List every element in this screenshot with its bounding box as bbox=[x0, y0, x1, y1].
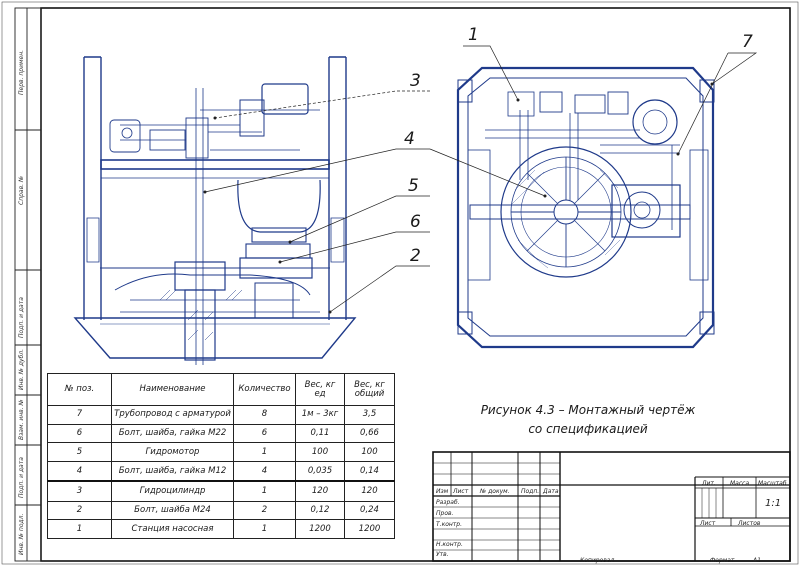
callout-3: 3 bbox=[410, 71, 421, 91]
side-label-sign-date-2: Подп. и дата bbox=[18, 457, 25, 498]
table-row: 7 Трубопровод с арматурой 8 1м – 3кг 3,5 bbox=[47, 405, 395, 425]
cell-name: Гидроцилиндр bbox=[111, 480, 234, 502]
header-pos: № поз. bbox=[47, 373, 112, 406]
cell-pos: 5 bbox=[47, 442, 112, 463]
cell-weight-total: 100 bbox=[344, 442, 395, 463]
tb-row-approved: Утв. bbox=[436, 551, 449, 558]
cell-qty: 4 bbox=[233, 461, 296, 482]
tb-format: Формат bbox=[710, 557, 735, 564]
table-row: 6 Болт, шайба, гайка М22 6 0,11 0,66 bbox=[47, 423, 395, 444]
cell-qty: 1 bbox=[233, 442, 296, 463]
cell-weight-unit: 100 bbox=[295, 442, 345, 463]
cell-pos: 1 bbox=[47, 519, 112, 539]
cell-weight-total: 0,14 bbox=[344, 461, 395, 482]
cell-weight-unit: 1м – 3кг bbox=[295, 405, 345, 425]
caption-line-1: Рисунок 4.3 – Монтажный чертёж bbox=[480, 403, 696, 417]
table-row: 4 Болт, шайба, гайка М12 4 0,035 0,14 bbox=[47, 461, 395, 482]
tb-format-value: А1 bbox=[753, 557, 761, 564]
tb-col-sign: Подп. bbox=[521, 488, 540, 495]
cell-weight-unit: 0,11 bbox=[295, 423, 345, 444]
cell-qty: 2 bbox=[233, 500, 296, 521]
cell-name: Болт, шайба М24 bbox=[111, 500, 234, 521]
cell-weight-unit: 0,12 bbox=[295, 500, 345, 521]
tb-col-date: Дата bbox=[543, 488, 559, 495]
cell-weight-total: 0,24 bbox=[344, 500, 395, 521]
tb-row-checked: Пров. bbox=[436, 510, 454, 517]
header-qty: Количество bbox=[233, 373, 296, 406]
cell-weight-total: 120 bbox=[344, 480, 395, 502]
side-label-orig-inv: Инв. № подл. bbox=[18, 514, 25, 555]
header-weight-total: Вес, кг общий bbox=[344, 373, 395, 406]
callout-4: 4 bbox=[404, 129, 415, 149]
tb-col-sheet: Лист bbox=[453, 488, 469, 495]
caption-line-2: со спецификацией bbox=[528, 422, 648, 436]
section-hatch bbox=[159, 289, 243, 341]
header-weight-unit: Вес, кг ед bbox=[295, 373, 345, 406]
cell-name: Гидромотор bbox=[111, 442, 234, 463]
table-row: 3 Гидроцилиндр 1 120 120 bbox=[47, 480, 395, 502]
side-stamp bbox=[14, 7, 42, 562]
cell-weight-unit: 120 bbox=[295, 480, 345, 502]
title-block bbox=[432, 451, 791, 562]
tb-copied: Копировал bbox=[580, 557, 615, 564]
specification-table: № поз. Наименование Количество Вес, кг е… bbox=[47, 373, 395, 539]
cell-pos: 3 bbox=[47, 480, 112, 502]
cell-name: Болт, шайба, гайка М22 bbox=[111, 423, 234, 444]
tb-col-change: Изм bbox=[436, 488, 449, 495]
tb-scale-value: 1:1 bbox=[765, 498, 782, 509]
callout-5: 5 bbox=[408, 176, 419, 196]
table-row: 5 Гидромотор 1 100 100 bbox=[47, 442, 395, 463]
cell-qty: 6 bbox=[233, 423, 296, 444]
callout-1: 1 bbox=[468, 25, 479, 45]
tb-row-tech-control: Т.контр. bbox=[436, 521, 463, 528]
callout-6: 6 bbox=[410, 212, 421, 232]
table-row: 2 Болт, шайба М24 2 0,12 0,24 bbox=[47, 500, 395, 521]
callout-7: 7 bbox=[742, 32, 753, 52]
side-label-dup-inv: Инв. № дубл. bbox=[18, 349, 25, 390]
cell-weight-unit: 1200 bbox=[295, 519, 345, 539]
plan-hatch bbox=[511, 169, 621, 269]
cell-weight-total: 0,66 bbox=[344, 423, 395, 444]
tb-sheets: Листов bbox=[738, 520, 761, 527]
cell-name: Болт, шайба, гайка М12 bbox=[111, 461, 234, 482]
side-label-first-use: Перв. примен. bbox=[18, 50, 25, 95]
cell-qty: 1 bbox=[233, 519, 296, 539]
side-label-replace-inv: Взам. инв. № bbox=[18, 399, 25, 440]
cell-weight-unit: 0,035 bbox=[295, 461, 345, 482]
spec-header-row: № поз. Наименование Количество Вес, кг е… bbox=[47, 373, 395, 406]
tb-row-developed: Разраб. bbox=[436, 499, 460, 506]
cell-pos: 2 bbox=[47, 500, 112, 521]
tb-scale: Масштаб bbox=[758, 480, 787, 487]
cell-pos: 7 bbox=[47, 405, 112, 425]
cell-qty: 8 bbox=[233, 405, 296, 425]
leader-lines bbox=[204, 45, 758, 313]
cell-weight-total: 3,5 bbox=[344, 405, 395, 425]
tb-mass: Масса bbox=[730, 480, 750, 487]
figure-caption: Рисунок 4.3 – Монтажный чертёж со специф… bbox=[468, 401, 708, 439]
cell-weight-total: 1200 bbox=[344, 519, 395, 539]
tb-sheet: Лист bbox=[700, 520, 716, 527]
tb-lit: Лит. bbox=[702, 480, 716, 487]
side-label-ref-no: Справ. № bbox=[18, 176, 25, 205]
cell-pos: 4 bbox=[47, 461, 112, 482]
side-label-sign-date-1: Подп. и дата bbox=[18, 297, 25, 338]
table-row: 1 Станция насосная 1 1200 1200 bbox=[47, 519, 395, 539]
tb-row-norm-control: Н.контр. bbox=[436, 541, 463, 548]
cell-name: Трубопровод с арматурой bbox=[111, 405, 234, 425]
leader-dots bbox=[203, 82, 714, 314]
cell-qty: 1 bbox=[233, 480, 296, 502]
cell-name: Станция насосная bbox=[111, 519, 234, 539]
tb-col-doc-no: № докум. bbox=[480, 488, 510, 495]
cell-pos: 6 bbox=[47, 423, 112, 444]
plan-view bbox=[456, 66, 715, 349]
header-name: Наименование bbox=[111, 373, 234, 406]
callout-2: 2 bbox=[410, 246, 421, 266]
